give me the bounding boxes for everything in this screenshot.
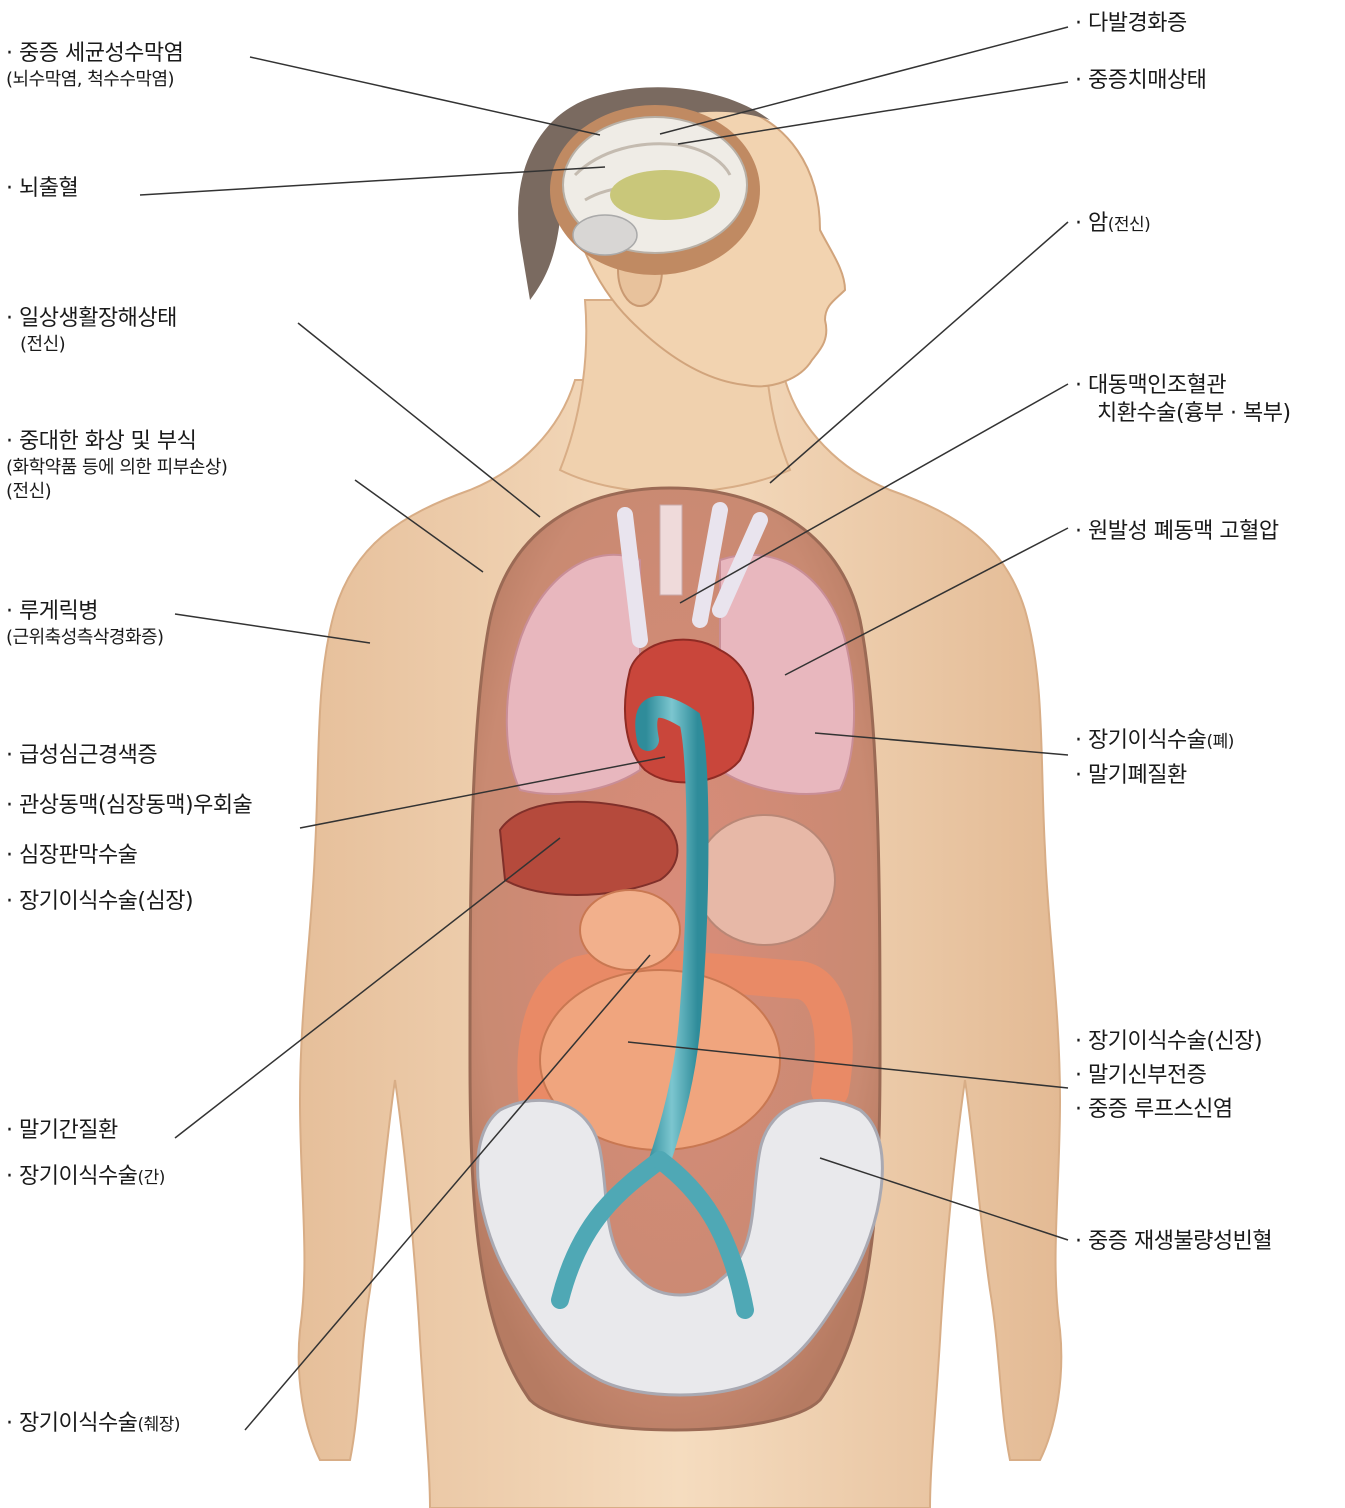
- label-tail: (폐): [1206, 732, 1233, 752]
- label-main: · 장기이식수술(신장): [1075, 1028, 1262, 1056]
- label-sub2: (전신): [6, 480, 227, 504]
- limbic-structure: [610, 170, 720, 220]
- label-main: · 급성심근경색증: [6, 742, 157, 770]
- label-valve-surgery: · 심장판막수술: [6, 842, 137, 870]
- body-cavity: [470, 488, 882, 1430]
- label-main: · 대동맥인조혈관: [1075, 372, 1291, 400]
- label-main: · 다발경화증: [1075, 10, 1187, 38]
- label-pulmonary-hypertension: · 원발성 폐동맥 고혈압: [1075, 518, 1279, 546]
- label-main: · 중대한 화상 및 부식: [6, 428, 227, 456]
- label-main: · 장기이식수술(심장): [6, 888, 193, 916]
- label-sub: (전신): [20, 333, 177, 357]
- trachea: [660, 505, 682, 595]
- liver: [500, 802, 677, 895]
- label-main: · 원발성 폐동맥 고혈압: [1075, 518, 1279, 546]
- label-daily-living-disability: · 일상생활장해상태 (전신): [6, 305, 177, 357]
- label-aortic-graft: · 대동맥인조혈관 치환수술(흉부 · 복부): [1075, 372, 1291, 428]
- label-tail: (간): [137, 1168, 164, 1188]
- label-aplastic-anemia: · 중증 재생불량성빈혈: [1075, 1228, 1272, 1256]
- label-lung-transplant: · 장기이식수술(폐) · 말기폐질환: [1075, 727, 1234, 790]
- label-als: · 루게릭병 (근위축성측삭경화증): [6, 598, 164, 650]
- stomach: [695, 815, 835, 945]
- label-main: · 관상동맥(심장동맥)우회술: [6, 792, 252, 820]
- label-main: · 뇌출혈: [6, 175, 78, 203]
- label-end-stage-liver: · 말기간질환: [6, 1117, 118, 1145]
- label-multiple-sclerosis: · 다발경화증: [1075, 10, 1187, 38]
- label-main: · 장기이식수술: [6, 1411, 137, 1436]
- label-main: · 말기간질환: [6, 1117, 118, 1145]
- label-line2: · 말기폐질환: [1075, 762, 1234, 790]
- label-bacterial-meningitis: · 중증 세균성수막염 (뇌수막염, 척수수막염): [6, 40, 183, 92]
- label-brain-hemorrhage: · 뇌출혈: [6, 175, 78, 203]
- label-cancer: · 암(전신): [1075, 210, 1150, 239]
- label-pancreas-transplant: · 장기이식수술(췌장): [6, 1410, 180, 1439]
- label-main: · 장기이식수술: [6, 1164, 137, 1189]
- label-main: · 중증치매상태: [1075, 67, 1206, 95]
- label-main: · 장기이식수술: [1075, 728, 1206, 753]
- label-main: · 중증 세균성수막염: [6, 40, 183, 68]
- label-sub: 치환수술(흉부 · 복부): [1097, 400, 1291, 428]
- label-sub: (근위축성측삭경화증): [6, 626, 164, 650]
- label-tail: (췌장): [137, 1415, 180, 1435]
- label-main: · 일상생활장해상태: [6, 305, 177, 333]
- cerebellum: [573, 215, 637, 255]
- leader-meningitis: [250, 57, 600, 135]
- label-cabg: · 관상동맥(심장동맥)우회술: [6, 792, 252, 820]
- label-sub: (화학약품 등에 의한 피부손상): [6, 456, 227, 480]
- label-sub: (뇌수막염, 척수수막염): [6, 68, 183, 92]
- label-main: · 암: [1075, 211, 1108, 236]
- label-line2: · 말기신부전증: [1075, 1062, 1262, 1090]
- label-acute-mi: · 급성심근경색증: [6, 742, 157, 770]
- label-main: · 중증 재생불량성빈혈: [1075, 1228, 1272, 1256]
- leader-ms: [660, 27, 1068, 134]
- label-heart-transplant: · 장기이식수술(심장): [6, 888, 193, 916]
- label-severe-dementia: · 중증치매상태: [1075, 67, 1206, 95]
- label-liver-transplant: · 장기이식수술(간): [6, 1163, 165, 1192]
- label-main: · 심장판막수술: [6, 842, 137, 870]
- label-severe-burn: · 중대한 화상 및 부식 (화학약품 등에 의한 피부손상) (전신): [6, 428, 227, 504]
- label-kidney-transplant: · 장기이식수술(신장) · 말기신부전증 · 중증 루프스신염: [1075, 1028, 1262, 1124]
- label-tail: (전신): [1108, 215, 1151, 235]
- small-intestine-loop: [580, 890, 680, 970]
- label-line3: · 중증 루프스신염: [1075, 1096, 1262, 1124]
- label-main: · 루게릭병: [6, 598, 164, 626]
- leader-daily-living: [298, 323, 540, 517]
